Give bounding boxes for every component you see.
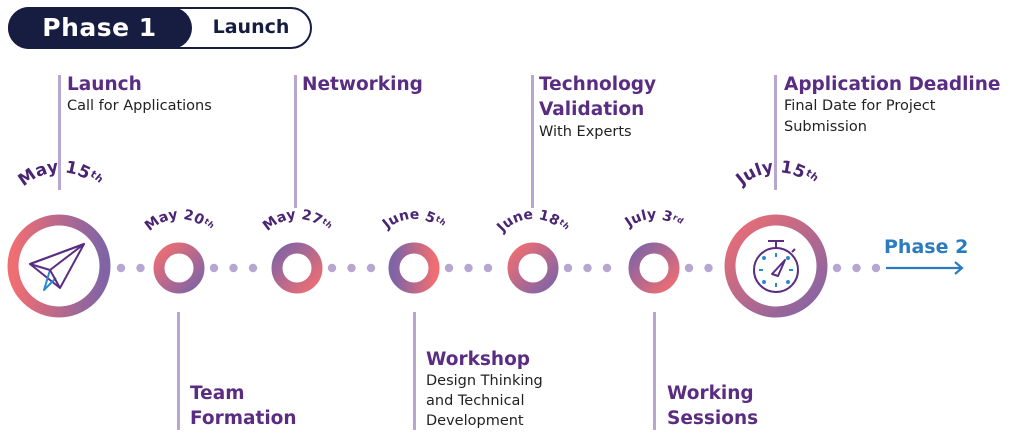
date-label-may-27: May 27th [260, 207, 334, 235]
connector-dot [136, 263, 145, 273]
milestone-node-may-15 [7, 214, 111, 318]
connector-line-deadline [774, 75, 777, 190]
connector-line-launch [58, 75, 61, 190]
milestone-subtitle-launch: Call for Applications [67, 98, 212, 114]
milestone-node-june-5 [388, 242, 440, 294]
date-label-june-5: June 5th [379, 207, 448, 233]
connector-dots [116, 263, 881, 273]
connector-line-networking [294, 75, 297, 208]
connector-dot [116, 263, 126, 273]
milestone-title-working-line2: Sessions [667, 408, 759, 429]
milestone-subtitle-workshop-line3: Development [426, 413, 524, 429]
milestone-subtitle-workshop-line1: Design Thinking [426, 373, 543, 389]
connector-dot [327, 263, 337, 273]
phase-number-label: Phase 1 [7, 6, 192, 49]
milestone-subtitle-deadline-line2: Submission [784, 119, 867, 135]
connector-dot [347, 263, 356, 273]
connector-line-working-sessions [653, 312, 656, 430]
milestone-title-tech-line2: Validation [539, 99, 645, 120]
next-phase-link[interactable]: Phase 2 [884, 236, 969, 258]
connector-line-tech-validation [531, 75, 534, 208]
connector-dot [704, 263, 713, 273]
connector-dot [852, 263, 861, 273]
milestone-subtitle-tech: With Experts [539, 124, 632, 140]
connector-dot [248, 263, 258, 273]
date-label-may-15: May 15th [15, 157, 105, 191]
connector-dot [871, 263, 881, 273]
milestone-title-tech-line1: Technology [539, 74, 657, 95]
paper-plane-icon [29, 243, 85, 291]
milestone-title-team-line2: Formation [190, 408, 297, 429]
connector-dot [684, 263, 694, 273]
date-label-may-20: May 20th [142, 207, 216, 235]
milestone-subtitle-workshop-line2: and Technical [426, 393, 525, 409]
connector-dot [444, 263, 454, 273]
milestone-title-deadline: Application Deadline [784, 74, 1001, 95]
milestone-node-june-18 [507, 242, 559, 294]
connector-dot [483, 263, 493, 273]
milestone-subtitle-deadline-line1: Final Date for Project [784, 98, 936, 114]
phase-badge: Phase 1 Launch [7, 6, 312, 49]
connector-dot [832, 263, 842, 273]
milestone-title-workshop: Workshop [426, 349, 531, 370]
phase-name-label: Launch [212, 16, 290, 38]
milestone-title-launch: Launch [67, 74, 142, 95]
date-label-july-3: July 3rd [622, 207, 686, 232]
milestone-title-team-line1: Team [190, 383, 245, 404]
connector-line-workshop [413, 312, 416, 430]
connector-line-team-formation [177, 312, 180, 430]
milestone-node-may-27 [271, 242, 323, 294]
milestone-title-networking: Networking [302, 74, 423, 95]
date-label-july-15: July 15th [732, 157, 821, 190]
connector-dot [366, 263, 376, 273]
milestone-node-may-20 [153, 242, 205, 294]
connector-dot [583, 263, 592, 273]
connector-dot [229, 263, 238, 273]
stopwatch-icon [753, 240, 799, 293]
milestone-title-working-line1: Working [667, 383, 754, 404]
connector-dot [464, 263, 473, 273]
date-label-june-18: June 18th [493, 207, 571, 237]
milestone-node-july-3 [628, 242, 680, 294]
connector-dot [563, 263, 573, 273]
arrow-right-icon [886, 261, 964, 275]
connector-dot [209, 263, 219, 273]
connector-dot [602, 263, 612, 273]
milestone-node-july-15 [724, 214, 828, 318]
